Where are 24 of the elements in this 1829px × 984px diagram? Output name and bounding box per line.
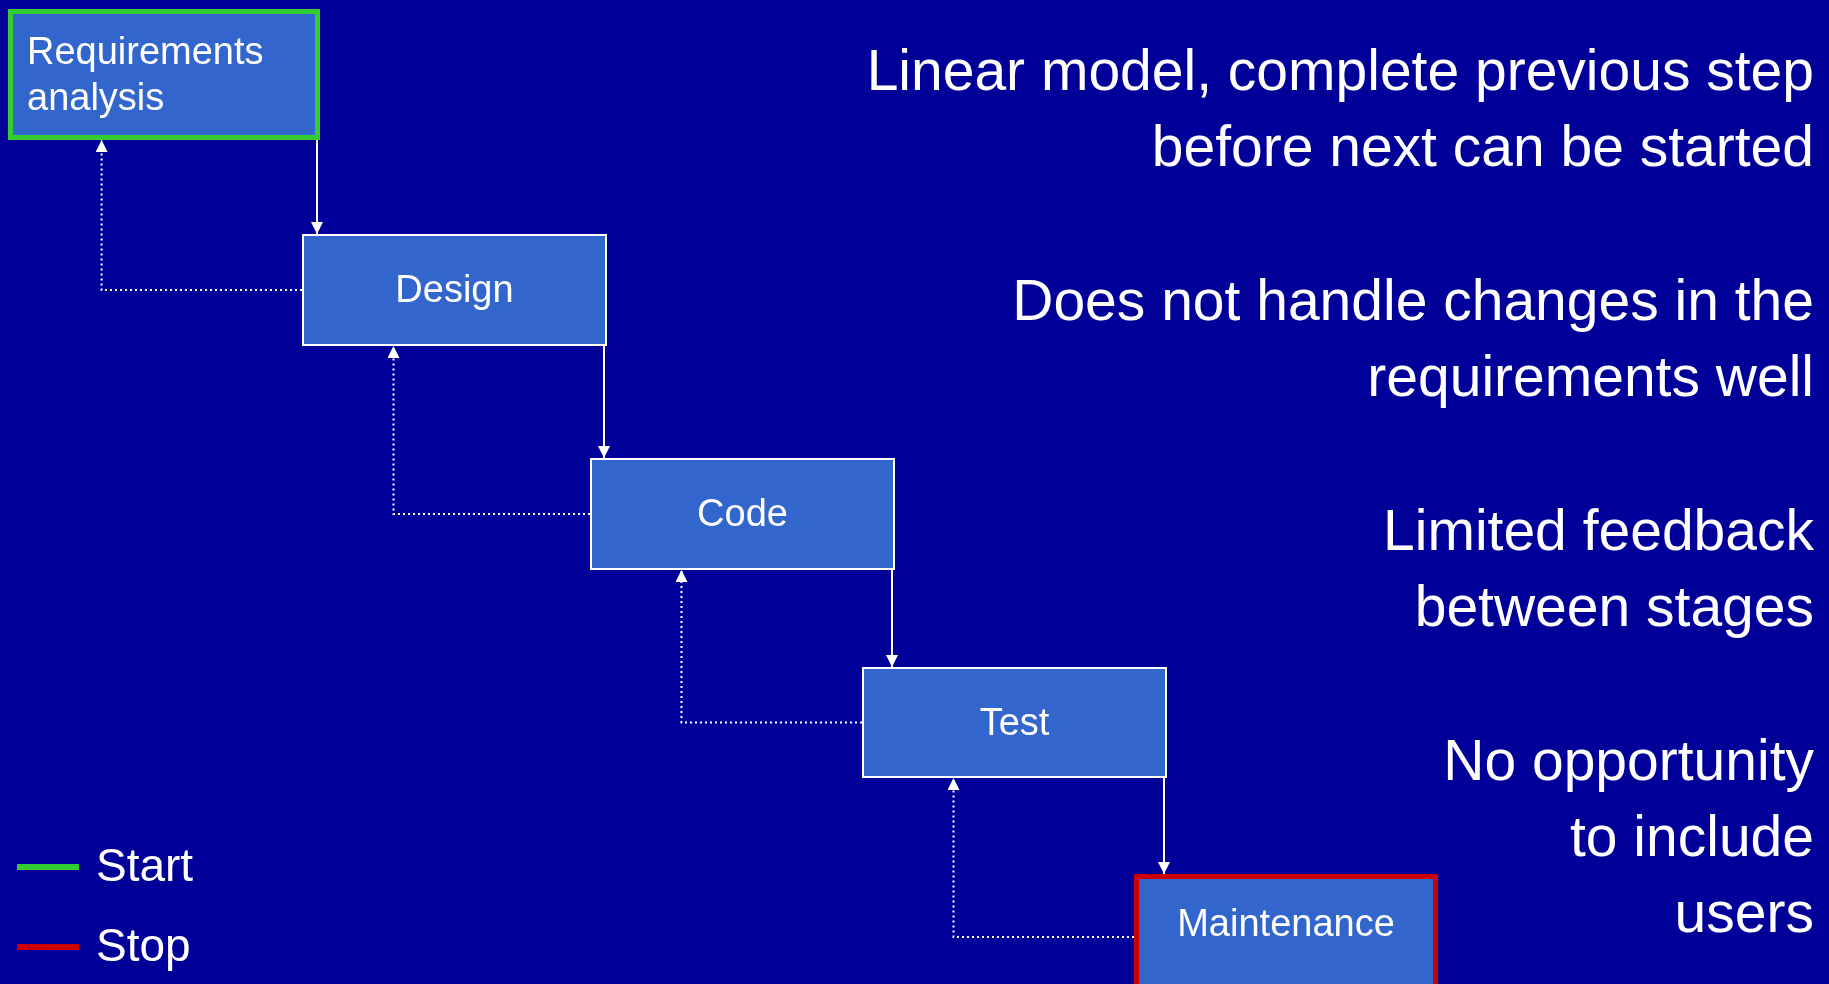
process-box — [862, 667, 1167, 778]
note-text: Limited feedback between stages — [1382, 497, 1814, 640]
arrow — [1158, 777, 1170, 875]
process-box — [8, 9, 320, 140]
feedback-arrow — [947, 777, 1135, 938]
feedback-arrow — [95, 139, 303, 291]
feedback-arrow — [387, 345, 591, 515]
note-text: No opportunity to include users — [1442, 727, 1814, 946]
arrow — [598, 345, 610, 459]
arrow — [886, 569, 898, 668]
note-text: Linear model, complete previous step before next can be started — [865, 37, 1814, 180]
process-box — [1134, 874, 1438, 984]
box-label: Test — [979, 699, 1050, 745]
arrow — [311, 139, 323, 235]
legend-label: Stop — [96, 919, 191, 971]
feedback-arrow — [675, 569, 863, 724]
box-label: Requirements analysis — [27, 28, 265, 120]
box-label: Design — [395, 267, 514, 313]
box-label: Maintenance — [1177, 901, 1395, 946]
legend-label: Start — [96, 839, 194, 891]
process-box — [302, 234, 607, 346]
process-box — [590, 458, 895, 570]
box-label: Code — [697, 491, 788, 537]
note-text: Does not handle changes in the requirements well — [1011, 267, 1814, 410]
